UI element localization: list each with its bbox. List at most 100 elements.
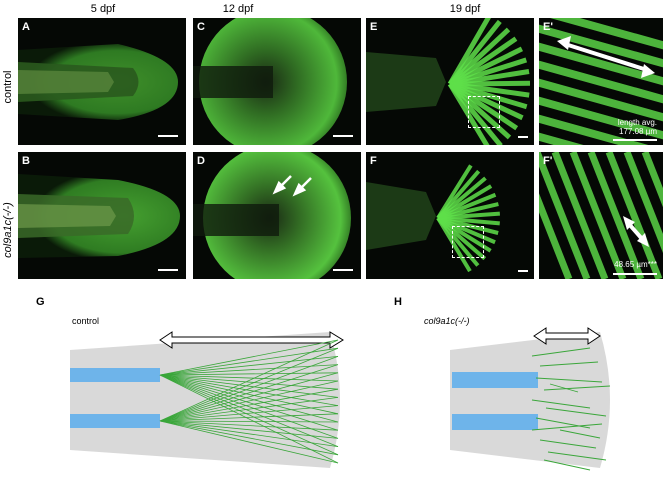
- fin-ray: [539, 60, 663, 104]
- fibril-line: [159, 374, 339, 464]
- fibril-line: [159, 374, 339, 390]
- fibril-line: [535, 417, 591, 429]
- notochord-upper: [70, 368, 160, 382]
- fibril-line: [159, 420, 339, 439]
- fibril-line: [159, 372, 339, 422]
- panel-e: E: [366, 18, 534, 145]
- fibril-line: [159, 364, 339, 376]
- fin-ray: [447, 82, 490, 145]
- fin-ray: [539, 96, 663, 140]
- fibril-line: [159, 347, 339, 376]
- length-average-label: length avg. 177.08 µm: [617, 118, 657, 136]
- fibril-line: [159, 356, 339, 422]
- double-arrow-icon: [623, 216, 649, 247]
- fin-ray: [550, 18, 663, 50]
- diagram-title-control: control: [72, 316, 100, 326]
- column-header-5dpf: 5 dpf: [90, 3, 116, 15]
- diagram-control: [70, 331, 344, 468]
- zoom-box: [468, 96, 500, 128]
- arrow-icon: [272, 175, 312, 197]
- fibril-line: [159, 374, 339, 456]
- double-arrow-icon: [557, 36, 655, 78]
- panel-label: F': [543, 155, 553, 167]
- fibril-line: [543, 459, 591, 471]
- fibril-line: [159, 380, 339, 422]
- panel-label: E': [543, 21, 553, 33]
- fibril-line: [531, 347, 591, 357]
- double-arrow-icon: [533, 327, 601, 345]
- fibril-line: [159, 374, 339, 423]
- zoom-box: [452, 226, 484, 258]
- fibril-line: [159, 339, 339, 376]
- fibril-line: [531, 423, 603, 431]
- scale-bar: [518, 270, 528, 272]
- fibril-line: [159, 356, 339, 376]
- column-header-12dpf: 12 dpf: [222, 3, 254, 15]
- notochord-lower: [70, 414, 160, 428]
- fibril-line: [159, 374, 339, 382]
- fin-ray: [539, 24, 663, 68]
- fibril-line: [159, 347, 339, 422]
- fin-ray: [436, 216, 472, 273]
- fin-ray: [539, 132, 584, 145]
- panel-f: F: [366, 152, 534, 279]
- fibril-line: [549, 383, 579, 393]
- fin-ray: [551, 152, 609, 279]
- fibril-line: [159, 364, 339, 422]
- fibril-line: [531, 399, 591, 409]
- panel-label: D: [197, 155, 205, 167]
- fin-ray: [539, 114, 649, 145]
- fibril-line: [159, 374, 339, 415]
- fibril-line: [539, 361, 599, 367]
- fibril-line: [159, 339, 339, 422]
- fibril-line: [159, 374, 339, 439]
- scale-bar: [333, 269, 353, 271]
- fibril-line: [559, 429, 601, 439]
- scale-bar: [613, 139, 657, 141]
- fibril-line: [539, 439, 597, 449]
- panel-label-h: H: [394, 296, 402, 308]
- fibril-line: [159, 413, 339, 422]
- fibril-line: [159, 374, 339, 447]
- scale-bar: [613, 273, 657, 275]
- fibril-line: [159, 420, 339, 456]
- panel-label: C: [197, 21, 205, 33]
- fibril-line: [159, 372, 339, 376]
- fibril-line: [159, 374, 339, 431]
- panel-e-prime: E' length avg. 177.08 µm: [539, 18, 663, 145]
- scale-bar: [158, 135, 178, 137]
- fibril-line: [159, 420, 339, 464]
- panel-b: B: [18, 152, 186, 279]
- fibril-line: [545, 407, 607, 417]
- double-arrow-icon: [159, 331, 344, 349]
- fibril-line: [543, 385, 611, 391]
- panel-a: A: [18, 18, 186, 145]
- fin-ray: [539, 42, 663, 86]
- fin-ray: [641, 152, 663, 208]
- scale-bar: [158, 269, 178, 271]
- panel-label-g: G: [36, 296, 45, 308]
- diagram-mutant: [450, 327, 611, 471]
- fin-ray: [539, 78, 663, 122]
- fin-ray: [623, 152, 663, 253]
- panel-c: C: [193, 18, 361, 145]
- fibril-line: [159, 397, 339, 422]
- fibril-line: [159, 405, 339, 422]
- fin-ray: [569, 152, 627, 279]
- fin-ray: [605, 152, 663, 279]
- fin-ray: [539, 193, 573, 279]
- fibril-line: [159, 420, 339, 431]
- fibril-line: [159, 388, 339, 422]
- row-label-mutant: col9a1c(-/-): [2, 202, 14, 258]
- fibril-line: [159, 374, 339, 406]
- fibril-line: [159, 374, 339, 398]
- column-header-19dpf: 19 dpf: [449, 3, 481, 15]
- notochord-lower: [452, 414, 538, 430]
- scale-bar: [333, 135, 353, 137]
- panel-f-prime: F' 48.65 µm***: [539, 152, 663, 279]
- fin-ray: [539, 152, 591, 279]
- panel-d: D: [193, 152, 361, 279]
- scale-bar: [518, 136, 528, 138]
- fibril-line: [547, 451, 607, 461]
- row-label-control: control: [2, 70, 14, 104]
